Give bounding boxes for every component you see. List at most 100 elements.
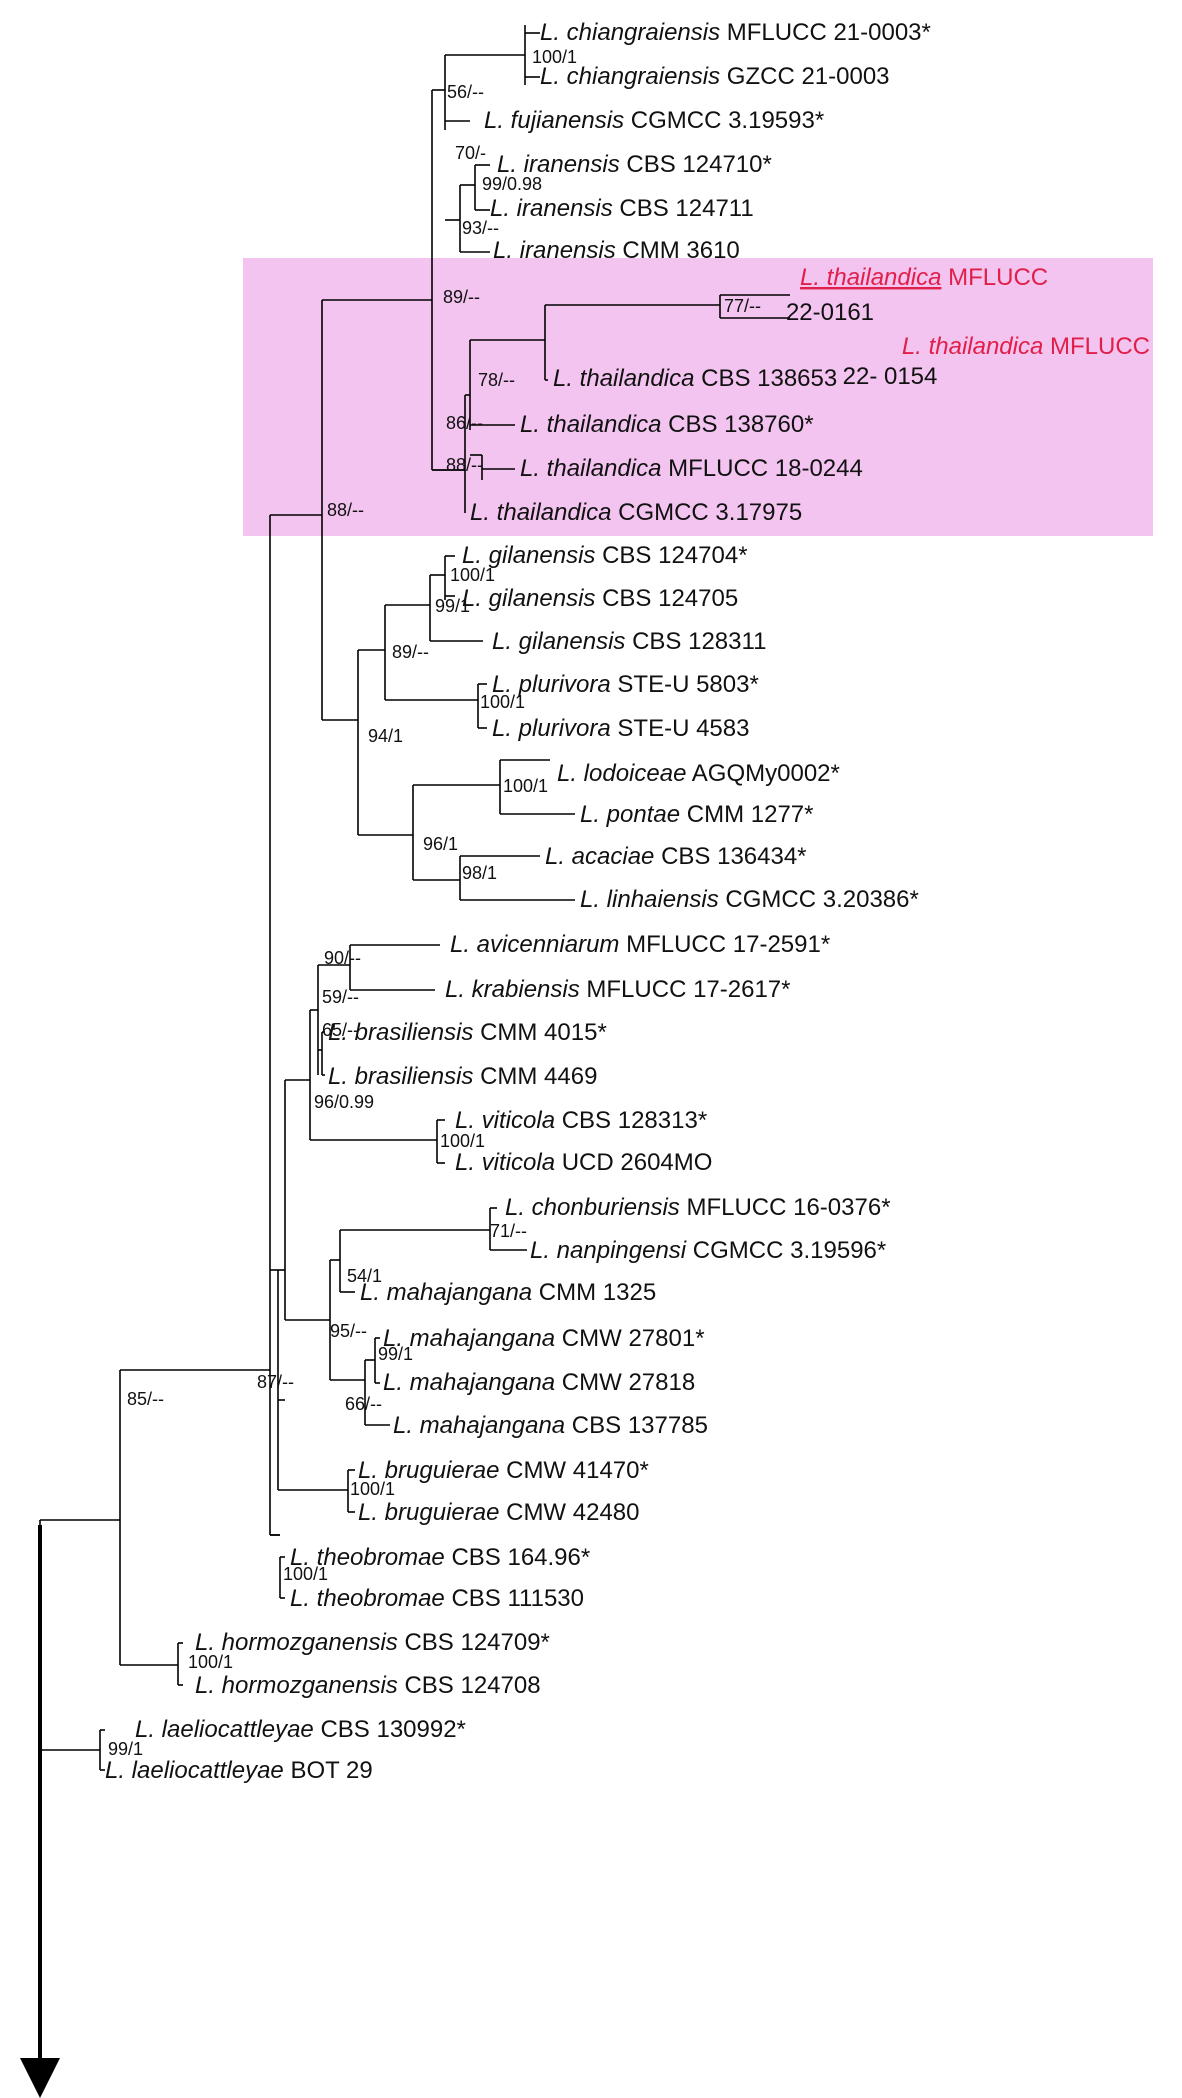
- taxon-strain: BOT 29: [284, 1757, 373, 1784]
- taxon-label: L. laeliocattleyae BOT 29: [105, 1757, 373, 1784]
- support-value: 100/1: [503, 776, 548, 796]
- taxon-genus: L. pontae: [580, 801, 680, 828]
- taxon-genus: L. hormozganensis: [195, 1672, 398, 1699]
- taxon-genus: L. acaciae: [545, 843, 654, 870]
- support-value: 54/1: [347, 1266, 382, 1286]
- support-value: 100/1: [350, 1479, 395, 1499]
- taxon-strain: AGQMy0002*: [686, 760, 839, 787]
- taxon-genus: L. avicenniarum: [450, 931, 619, 958]
- support-value: 99/1: [435, 596, 470, 616]
- taxon-genus: L. theobromae: [290, 1544, 445, 1571]
- taxon-genus: L. iranensis: [497, 151, 620, 178]
- taxon-strain: CBS 124710*: [620, 151, 772, 178]
- support-value: 96/1: [423, 834, 458, 854]
- taxon-label: L. mahajangana CMW 27818: [383, 1369, 695, 1396]
- taxon-genus: L. hormozganensis: [195, 1629, 398, 1656]
- taxon-strain: MFLUCC: [941, 264, 1048, 291]
- taxon-strain: CMM 3610: [616, 237, 740, 264]
- support-value: 66/--: [345, 1394, 382, 1414]
- support-value: 90/--: [324, 948, 361, 968]
- taxon-genus: L. bruguierae: [358, 1457, 499, 1484]
- taxon-label: L. mahajangana CMW 27801*: [383, 1325, 705, 1352]
- taxon-strain: CMW 27801*: [555, 1325, 704, 1352]
- taxon-genus: L. thailandica: [800, 264, 941, 291]
- taxon-label: L. acaciae CBS 136434*: [545, 843, 807, 870]
- taxon-strain: CBS 124709*: [398, 1629, 550, 1656]
- taxon-genus: L. thailandica: [902, 333, 1043, 360]
- taxon-strain: STE-U 5803*: [611, 671, 759, 698]
- taxon-genus: L. bruguierae: [358, 1499, 499, 1526]
- taxon-genus: L. thailandica: [520, 455, 661, 482]
- taxon-label: L. iranensis CBS 124711: [490, 195, 754, 222]
- support-value: 89/--: [392, 642, 429, 662]
- support-value: 93/--: [462, 218, 499, 238]
- taxon-strain: CGMCC 3.17975: [611, 499, 802, 526]
- taxon-label: L. viticola UCD 2604MO: [455, 1149, 712, 1176]
- taxon-label: L. chiangraiensis GZCC 21-0003: [540, 63, 890, 90]
- support-value: 56/--: [447, 82, 484, 102]
- taxon-label: L. thailandica MFLUCC: [902, 333, 1150, 360]
- taxon-strain: GZCC 21-0003: [720, 63, 889, 90]
- taxon-label: L. thailandica CBS 138653: [553, 365, 837, 392]
- taxon-strain: MFLUCC 18-0244: [661, 455, 862, 482]
- taxon-label: L. plurivora STE-U 4583: [492, 715, 749, 742]
- taxon-genus: L. krabiensis: [445, 976, 580, 1003]
- taxon-genus: L. mahajangana: [383, 1369, 555, 1396]
- taxon-strain: CMM 4469: [473, 1063, 597, 1090]
- support-value: 100/1: [532, 47, 577, 67]
- support-value: 100/1: [188, 1652, 233, 1672]
- taxon-label: L. mahajangana CMM 1325: [360, 1279, 656, 1306]
- support-value: 87/--: [257, 1372, 294, 1392]
- taxon-label: L. avicenniarum MFLUCC 17-2591*: [450, 931, 830, 958]
- support-value: 59/--: [322, 987, 359, 1007]
- taxon-strain: CMW 27818: [555, 1369, 695, 1396]
- taxon-label: L. theobromae CBS 111530: [290, 1585, 584, 1612]
- taxon-label: L. nanpingensi CGMCC 3.19596*: [530, 1237, 886, 1264]
- taxon-strain: CGMCC 3.19593*: [624, 107, 824, 134]
- taxon-strain: MFLUCC 16-0376*: [680, 1194, 891, 1221]
- taxon-genus: L. nanpingensi: [530, 1237, 687, 1264]
- support-value: 88/--: [446, 455, 483, 475]
- taxon-labels: L. chiangraiensis MFLUCC 21-0003*L. chia…: [105, 19, 1150, 1784]
- taxon-strain: CGMCC 3.20386*: [719, 886, 919, 913]
- taxon-genus: L. plurivora: [492, 715, 611, 742]
- taxon-genus: L. mahajangana: [393, 1412, 565, 1439]
- taxon-strain: CBS 128313*: [555, 1107, 707, 1134]
- taxon-label: L. hormozganensis CBS 124709*: [195, 1629, 550, 1656]
- taxon-genus: L. brasiliensis: [328, 1063, 473, 1090]
- taxon-strain: UCD 2604MO: [555, 1149, 712, 1176]
- taxon-label: L. pontae CMM 1277*: [580, 801, 813, 828]
- taxon-genus: L. gilanensis: [492, 628, 625, 655]
- taxon-label: L. bruguierae CMW 42480: [358, 1499, 640, 1526]
- taxon-strain: CMW 41470*: [499, 1457, 648, 1484]
- taxon-genus: L. theobromae: [290, 1585, 445, 1612]
- taxon-strain: MFLUCC: [1043, 333, 1150, 360]
- taxon-genus: L. linhaiensis: [580, 886, 719, 913]
- taxon-label: L. chonburiensis MFLUCC 16-0376*: [505, 1194, 891, 1221]
- taxon-strain: CBS 137785: [565, 1412, 708, 1439]
- taxon-genus: L. viticola: [455, 1107, 555, 1134]
- taxon-genus: L. iranensis: [493, 237, 616, 264]
- taxon-label: L. brasiliensis CMM 4469: [328, 1063, 597, 1090]
- support-values: 100/156/--70/-99/0.9893/--89/--77/--78/-…: [108, 47, 761, 1759]
- taxon-label: L. linhaiensis CGMCC 3.20386*: [580, 886, 919, 913]
- taxon-strain: CBS 164.96*: [445, 1544, 590, 1571]
- taxon-strain: MFLUCC 17-2591*: [619, 931, 830, 958]
- taxon-label: L. laeliocattleyae CBS 130992*: [135, 1716, 466, 1743]
- taxon-label: L. iranensis CBS 124710*: [497, 151, 772, 178]
- taxon-strain: CGMCC 3.19596*: [686, 1237, 886, 1264]
- support-value: 100/1: [480, 692, 525, 712]
- taxon-label: L. hormozganensis CBS 124708: [195, 1672, 541, 1699]
- taxon-label: L. viticola CBS 128313*: [455, 1107, 707, 1134]
- taxon-strain: CMM 4015*: [473, 1019, 606, 1046]
- taxon-label: L. fujianensis CGMCC 3.19593*: [484, 107, 824, 134]
- support-value: 77/--: [724, 296, 761, 316]
- support-value: 88/--: [327, 500, 364, 520]
- taxon-strain-line2: 22-0161: [786, 299, 874, 326]
- taxon-genus: L. thailandica: [553, 365, 694, 392]
- taxon-strain: CMM 1277*: [680, 801, 813, 828]
- taxon-label: L. thailandica MFLUCC: [800, 264, 1048, 291]
- support-value: 100/1: [450, 565, 495, 585]
- support-value: 99/0.98: [482, 174, 542, 194]
- support-value: 99/1: [108, 1739, 143, 1759]
